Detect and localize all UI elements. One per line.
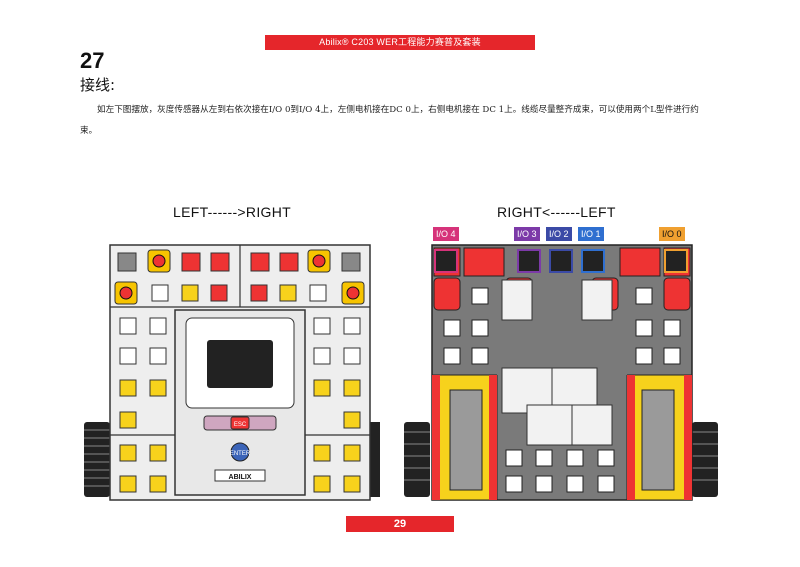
port-label-io3: I/O 3: [514, 227, 540, 241]
header-banner: Abilix® C203 WER工程能力赛普及套装: [265, 35, 535, 50]
sensor-io2-icon: [549, 249, 573, 273]
left-robot-caption: LEFT------>RIGHT: [173, 204, 291, 220]
svg-text:ENTER: ENTER: [230, 451, 251, 457]
sensor-io4-icon: [434, 249, 458, 273]
instructions-paragraph: 如左下图摆放，灰度传感器从左到右依次接在I/O 0到I/O 4上，左侧电机接在D…: [80, 105, 699, 136]
page-number: 29: [393, 518, 407, 530]
sensor-io3-icon: [517, 249, 541, 273]
right-wheel-icon: [692, 422, 718, 497]
sensor-io0-icon: [664, 249, 688, 273]
port-label-io1: I/O 1: [578, 227, 604, 241]
left-wheel-icon: [84, 422, 110, 497]
section-title: 接线:: [80, 76, 116, 94]
svg-text:ESC: ESC: [234, 422, 247, 428]
header-title: Abilix® C203 WER工程能力赛普及套装: [319, 37, 481, 47]
robot-top-view: ESC ENTER ABILIX: [84, 244, 380, 501]
sensor-io1-icon: [581, 249, 605, 273]
port-label-io4: I/O 4: [433, 227, 459, 241]
robot-bottom-view: [404, 244, 718, 501]
step-number: 27: [80, 48, 105, 73]
left-wheel-icon: [404, 422, 430, 497]
port-label-io2: I/O 2: [546, 227, 572, 241]
right-wheel-icon: [370, 422, 380, 497]
svg-text:ABILIX: ABILIX: [229, 474, 252, 481]
port-label-io0: I/O 0: [659, 227, 685, 241]
right-robot-caption: RIGHT<------LEFT: [497, 204, 616, 220]
page-number-bar: 29: [346, 516, 454, 532]
